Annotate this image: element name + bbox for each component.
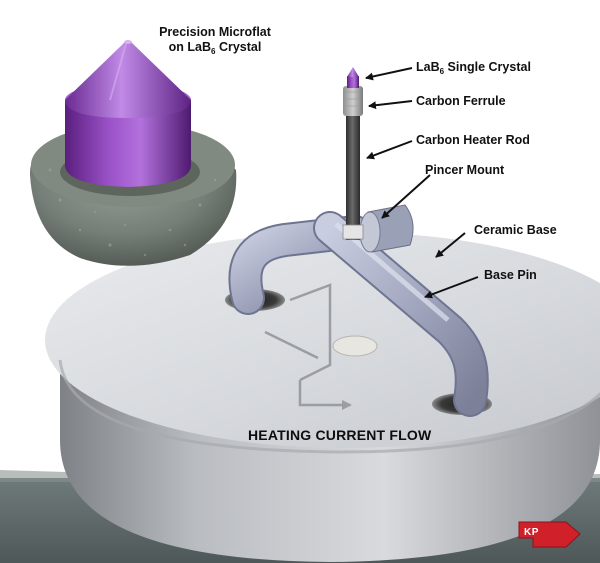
inset-title-prefix: on LaB: [169, 40, 211, 54]
label-carbon-ferrule: Carbon Ferrule: [416, 94, 506, 109]
inset-title-line2: on LaB6 Crystal: [140, 40, 290, 59]
label-carbon-heater-rod: Carbon Heater Rod: [416, 133, 530, 148]
carbon-heater-rod: [346, 108, 360, 240]
rod-clip: [343, 225, 363, 239]
lab6-single-crystal: [347, 67, 359, 88]
label-base-pin: Base Pin: [484, 268, 537, 283]
center-bump: [333, 336, 377, 356]
inset-title: Precision Microflat on LaB6 Crystal: [140, 25, 290, 59]
heating-current-flow-label: HEATING CURRENT FLOW: [248, 428, 431, 443]
inset-title-line1: Precision Microflat: [140, 25, 290, 40]
pincer-mount: [360, 205, 413, 252]
crystal-label-prefix: LaB: [416, 60, 440, 74]
inset-title-suffix: Crystal: [215, 40, 261, 54]
carbon-ferrule: [343, 86, 363, 116]
label-pincer-mount: Pincer Mount: [425, 163, 504, 178]
label-lab6-single-crystal: LaB6 Single Crystal: [416, 60, 531, 79]
crystal-inset: [30, 40, 236, 266]
kp-logo-text: KP: [524, 525, 539, 540]
crystal-label-suffix: Single Crystal: [444, 60, 531, 74]
label-ceramic-base: Ceramic Base: [474, 223, 557, 238]
